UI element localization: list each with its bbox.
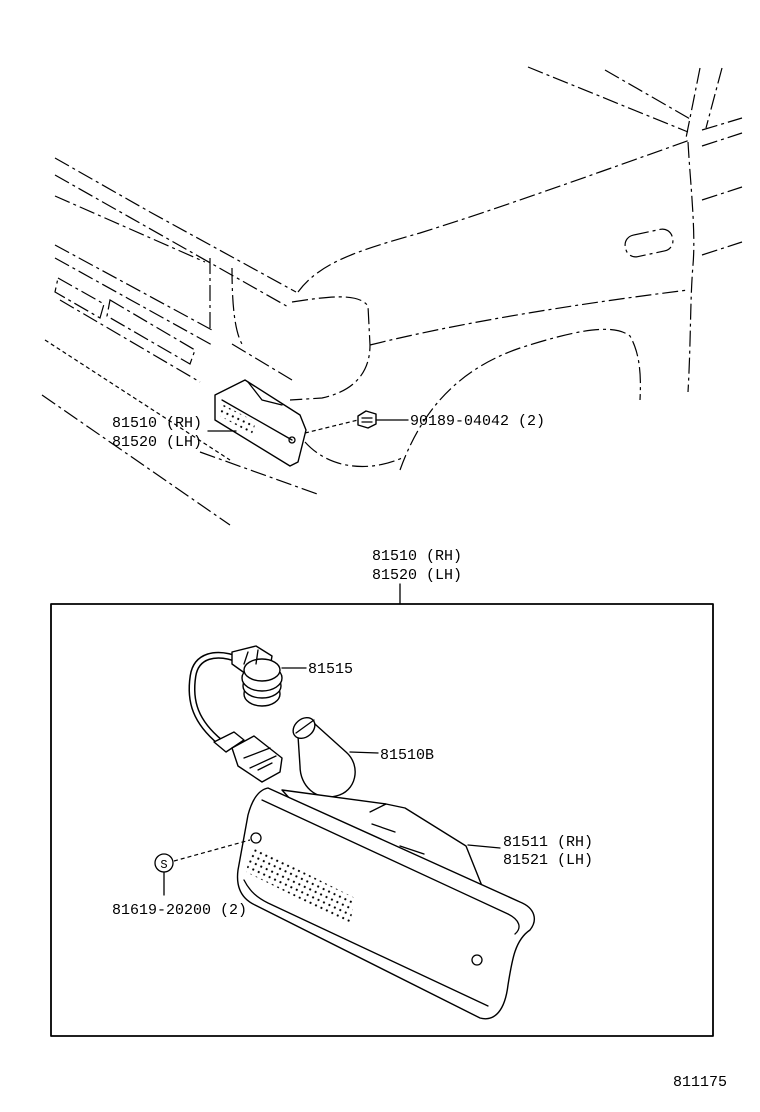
- wire-harness: [188, 651, 244, 746]
- screw-symbol-letter: S: [160, 858, 167, 872]
- bulb: [292, 716, 356, 798]
- parts-box: [50, 603, 714, 1037]
- label-socket: 81515: [308, 661, 353, 678]
- label-screw: 81619-20200 (2): [112, 902, 247, 919]
- screw-hole-right: [471, 954, 483, 966]
- door-handle: [624, 228, 674, 258]
- lens-leader: [467, 844, 501, 849]
- label-bulb: 81510B: [380, 747, 434, 764]
- screw-symbol: S: [154, 853, 174, 873]
- bulb-leader: [349, 751, 379, 754]
- clip-leader-dashed: [304, 419, 359, 434]
- vehicle-body-outline: [41, 66, 743, 526]
- label-clip: 90189-04042 (2): [410, 413, 545, 430]
- clip: [357, 410, 377, 429]
- screw-leader-dashed: [173, 839, 251, 862]
- label-lens-rh: 81511 (RH): [503, 834, 593, 851]
- connector: [213, 731, 283, 783]
- lens-texture: [246, 846, 355, 924]
- socket: [231, 645, 283, 707]
- label-top-part-lh: 81520 (LH): [112, 434, 202, 451]
- label-box-part-lh: 81520 (LH): [372, 567, 462, 584]
- screw-hole-left: [250, 832, 262, 844]
- side-marker-lamp-installed: [214, 379, 307, 467]
- diagram-number: 811175: [673, 1074, 727, 1091]
- label-lens-lh: 81521 (LH): [503, 852, 593, 869]
- lens-housing: [236, 787, 536, 1020]
- label-box-part-rh: 81510 (RH): [372, 548, 462, 565]
- label-top-part-rh: 81510 (RH): [112, 415, 202, 432]
